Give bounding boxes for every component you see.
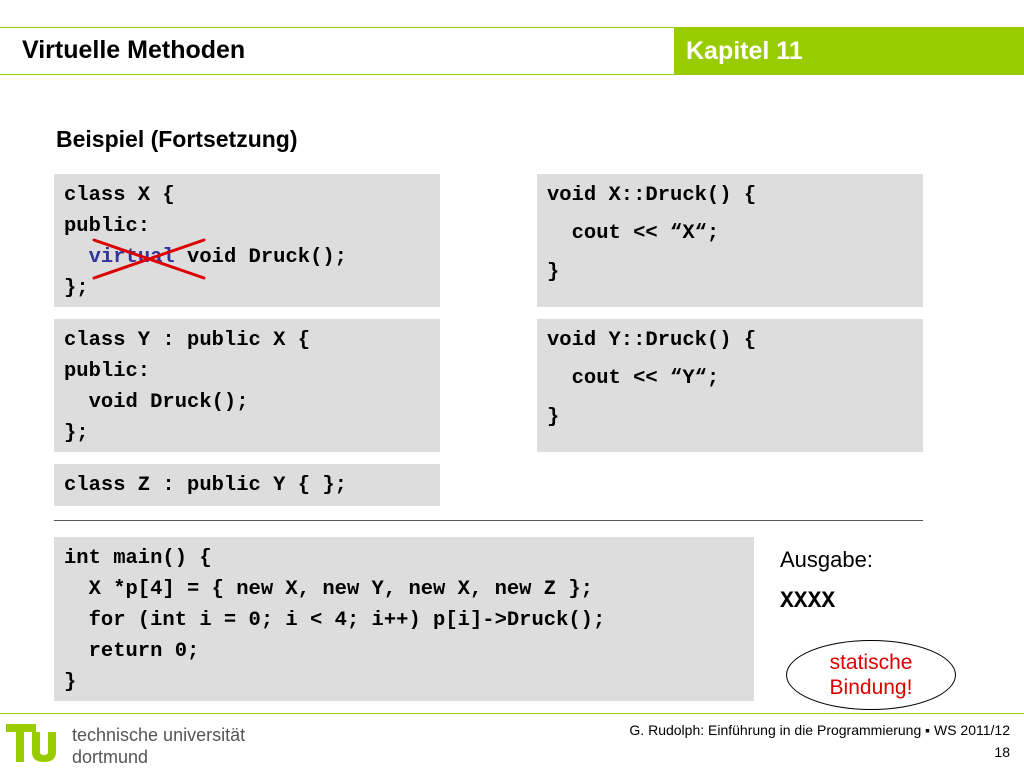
code-block-main: int main() { X *p[4] = { new X, new Y, n…	[54, 537, 754, 701]
code-line: int main() {	[64, 547, 212, 570]
section-divider	[54, 520, 923, 521]
chapter-label: Kapitel 11	[686, 37, 803, 65]
code-block-druck-y: void Y::Druck() { cout << “Y“; }	[537, 319, 923, 452]
output-label: Ausgabe:	[780, 547, 873, 572]
footer-rule	[0, 713, 1024, 714]
note-line: statische	[829, 651, 913, 674]
code-block-class-z: class Z : public Y { };	[54, 464, 440, 506]
code-line: void Druck();	[64, 391, 249, 414]
code-block-class-y: class Y : public X { public: void Druck(…	[54, 319, 440, 452]
code-line: return 0;	[64, 640, 200, 663]
code-line: };	[64, 422, 89, 445]
note-line: Bindung!	[829, 676, 913, 699]
university-name: technische universität dortmund	[72, 724, 245, 768]
code-line: for (int i = 0; i < 4; i++) p[i]->Druck(…	[64, 609, 606, 632]
code-line: cout << “X“;	[547, 222, 720, 245]
code-line: }	[547, 261, 560, 284]
code-line: };	[64, 277, 89, 300]
header-bottom-rule	[0, 74, 1024, 75]
tu-logo-icon	[6, 724, 56, 762]
chapter-tab: Kapitel 11	[674, 28, 1024, 75]
code-line: class X {	[64, 184, 175, 207]
output-value: XXXX	[780, 588, 836, 614]
code-line: void Y::Druck() {	[547, 329, 757, 352]
code-line: void X::Druck() {	[547, 184, 757, 207]
university-line: technische universität	[72, 725, 246, 745]
virtual-keyword: virtual	[88, 246, 175, 269]
code-line: virtual void Druck();	[64, 242, 440, 273]
header-top-rule	[0, 27, 1024, 28]
university-line: dortmund	[72, 747, 149, 767]
page-number: 18	[994, 744, 1010, 760]
code-block-druck-x: void X::Druck() { cout << “X“; }	[537, 174, 923, 307]
code-block-class-x: class X { public: virtual void Druck(); …	[54, 174, 440, 307]
code-line: class Z : public Y { };	[64, 474, 347, 497]
footer-credit: G. Rudolph: Einführung in die Programmie…	[629, 722, 1010, 738]
code-line: }	[547, 406, 560, 429]
slide-title: Virtuelle Methoden	[22, 36, 246, 64]
code-line: X *p[4] = { new X, new Y, new X, new Z }…	[64, 578, 593, 601]
slide-subtitle: Beispiel (Fortsetzung)	[56, 126, 298, 152]
code-line: cout << “Y“;	[547, 367, 720, 390]
code-line: public:	[64, 360, 151, 383]
static-binding-note: statische Bindung!	[786, 640, 956, 710]
code-fragment: void Druck();	[187, 246, 347, 269]
red-x-cross-icon	[92, 238, 206, 280]
code-line: public:	[64, 215, 151, 238]
code-line: class Y : public X {	[64, 329, 311, 352]
code-line: }	[64, 671, 77, 694]
